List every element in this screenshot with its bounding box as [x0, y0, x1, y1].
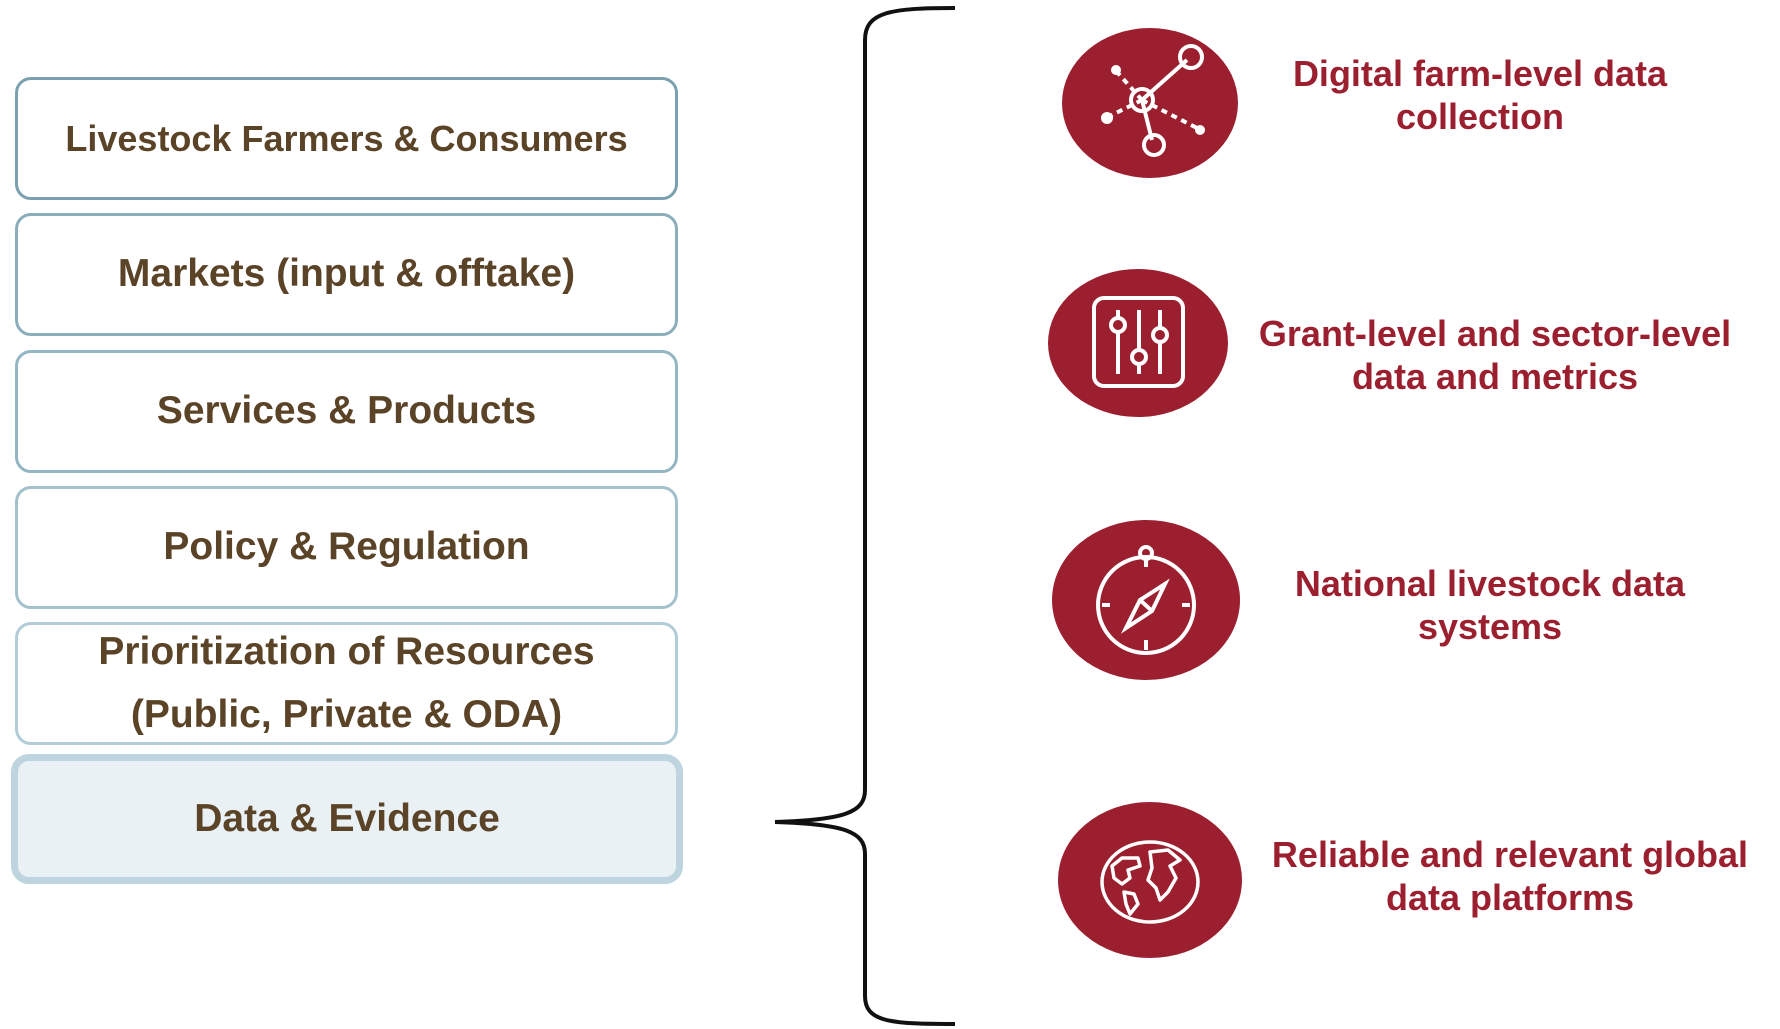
stack-box-services-products: Services & Products	[15, 350, 678, 473]
item-label-line-2: data platforms	[1385, 877, 1635, 918]
item-label-national-systems: National livestock data systems	[1230, 562, 1750, 648]
item-label-line-1: Grant-level and sector-level	[1258, 313, 1732, 354]
item-label-line-1: Reliable and relevant global	[1271, 834, 1749, 875]
stack-box-label: Livestock Farmers & Consumers	[65, 117, 628, 159]
stack-box-label: Data & Evidence	[194, 796, 500, 840]
item-label-line-1: National livestock data	[1294, 563, 1686, 604]
stack-box-markets: Markets (input & offtake)	[15, 213, 678, 336]
stack-box-label: Prioritization of Resources (Public, Pri…	[88, 621, 604, 746]
compass-icon	[1052, 520, 1240, 680]
stack-box-prioritization: Prioritization of Resources (Public, Pri…	[15, 622, 678, 745]
item-label-farm-data: Digital farm-level data collection	[1205, 52, 1755, 138]
network-nodes-icon	[1062, 28, 1238, 178]
stack-box-label: Markets (input & offtake)	[117, 252, 576, 296]
stack-box-label-line-2: (Public, Private & ODA)	[130, 692, 563, 736]
stack-box-label-line-1: Prioritization of Resources	[98, 630, 595, 674]
stack-box-policy-regulation: Policy & Regulation	[15, 486, 678, 609]
globe-icon	[1058, 802, 1242, 958]
sliders-icon	[1048, 269, 1228, 417]
stack-box-livestock-farmers: Livestock Farmers & Consumers	[15, 77, 678, 200]
stack-box-label: Policy & Regulation	[163, 525, 530, 569]
item-label-grant-metrics: Grant-level and sector-level data and me…	[1225, 312, 1765, 398]
item-label-line-1: Digital farm-level data	[1292, 53, 1668, 94]
curly-brace	[774, 6, 956, 1026]
item-label-line-2: collection	[1395, 96, 1565, 137]
item-label-line-2: data and metrics	[1351, 356, 1639, 397]
stack-box-label: Services & Products	[156, 389, 537, 433]
stack-box-data-evidence: Data & Evidence	[11, 754, 683, 884]
item-label-line-2: systems	[1417, 606, 1563, 647]
item-label-global-platforms: Reliable and relevant global data platfo…	[1250, 833, 1770, 919]
